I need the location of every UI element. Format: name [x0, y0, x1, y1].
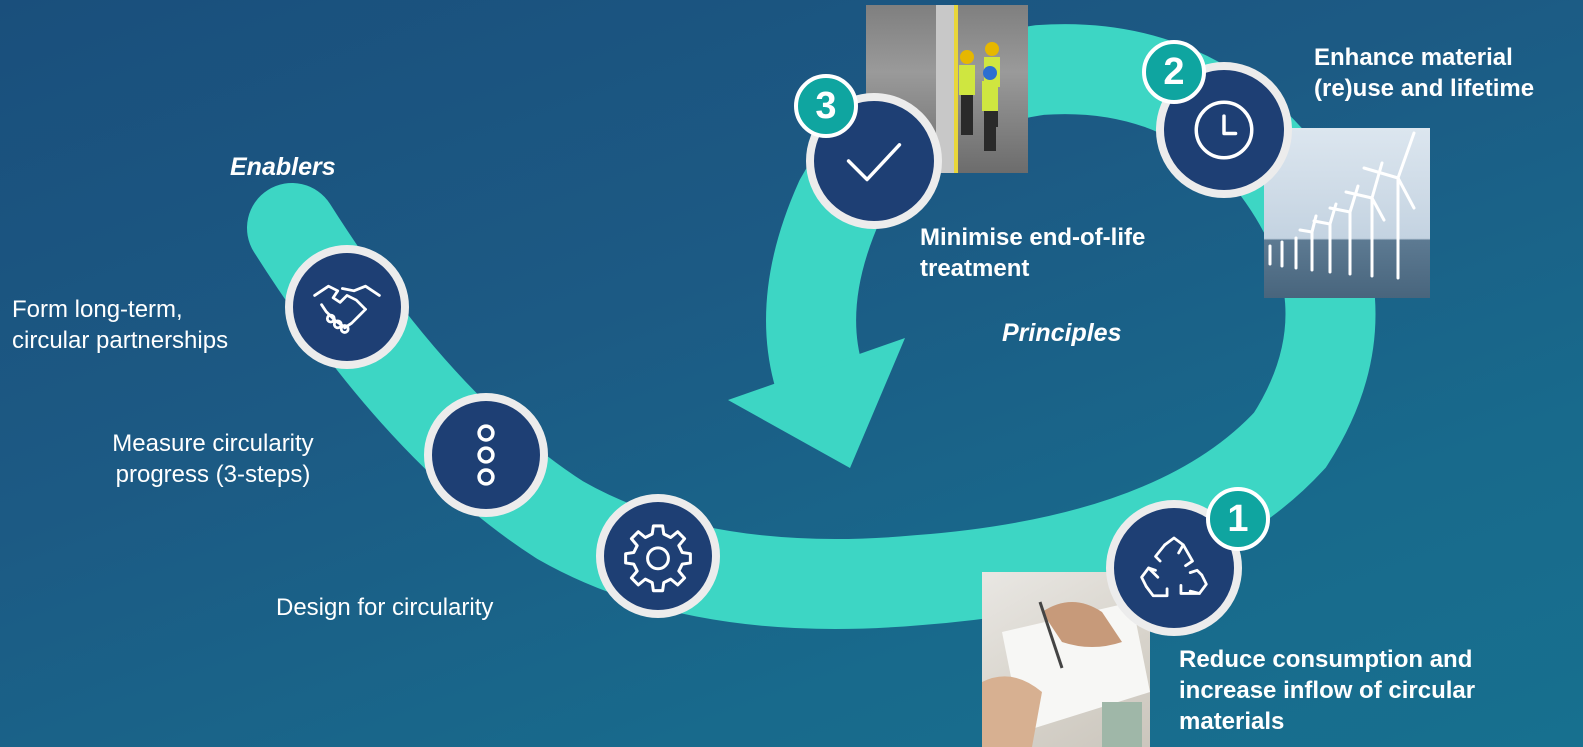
document-signing-photo: [982, 572, 1150, 747]
gear-icon: [624, 524, 692, 593]
principle-number-badge-2: 2: [1142, 40, 1206, 104]
enabler-label-design: Design for circularity: [276, 594, 494, 621]
recycle-icon: [1140, 536, 1208, 598]
checkmark-icon: [846, 143, 902, 182]
enabler-circle-measure: [424, 393, 548, 517]
offshore-wind-turbines-photo: [1264, 128, 1430, 298]
three-circles-icon: [477, 424, 495, 486]
enabler-label-measure: Measure circularity progress (3-steps): [112, 430, 314, 488]
principle-number-badge-1: 1: [1206, 487, 1270, 551]
principle-label-consumption: Reduce consumption and increase inflow o…: [1179, 646, 1476, 735]
enabler-circle-design: [596, 494, 720, 618]
enabler-circle-partnerships: [285, 245, 409, 369]
arrowhead: [728, 338, 905, 468]
principles-title: Principles: [1002, 319, 1122, 347]
clock-icon: [1194, 100, 1254, 160]
enabler-label-partnerships: Form long-term, circular partnerships: [12, 296, 229, 354]
enablers-title: Enablers: [230, 153, 336, 181]
principle-label-end-of-life: Minimise end-of-life treatment: [920, 224, 1146, 282]
principle-number-badge-3: 3: [794, 74, 858, 138]
handshake-icon: [313, 284, 381, 334]
principle-label-reuse: Enhance material (re)use and lifetime: [1314, 44, 1535, 102]
